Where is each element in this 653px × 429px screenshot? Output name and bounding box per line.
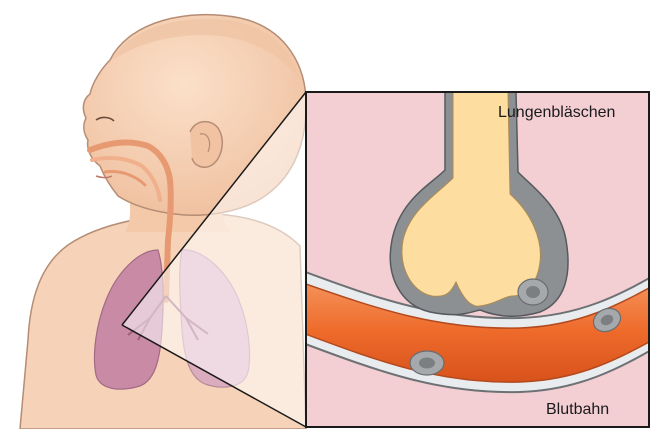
- child-ear: [190, 122, 222, 168]
- inset-panel: [300, 92, 653, 427]
- bloodstream-label: Blutbahn: [546, 401, 609, 419]
- blood-cell-icon: [410, 351, 444, 375]
- blood-cell-icon: [518, 279, 548, 305]
- alveoli-label: Lungenbläschen: [498, 104, 615, 122]
